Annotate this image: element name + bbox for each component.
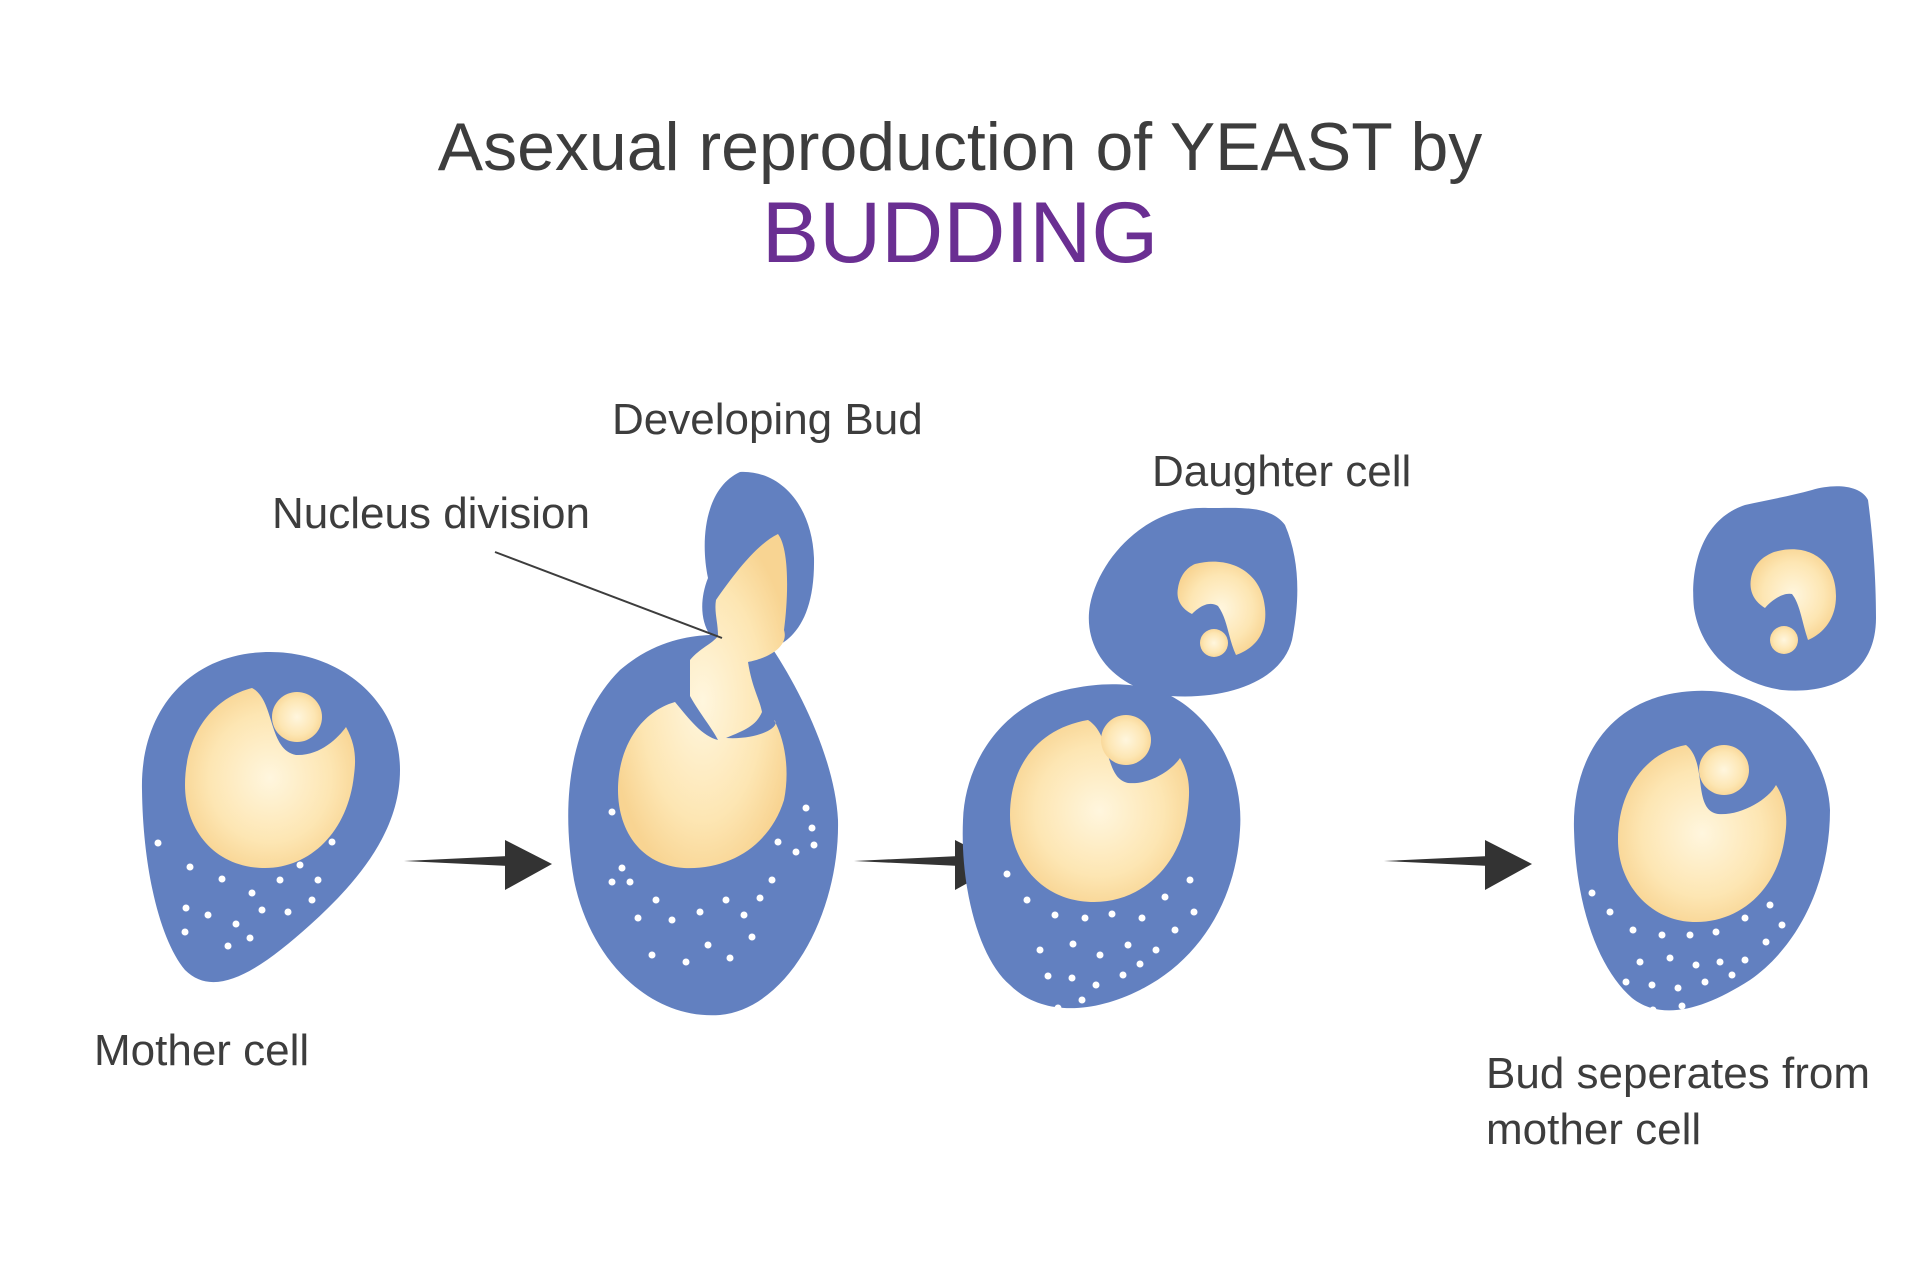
- nucleus-division-pointer: [494, 551, 723, 639]
- label-bud-separates-line1: Bud seperates from: [1486, 1049, 1870, 1098]
- arrow-1-head: [505, 840, 552, 890]
- developing-bud-vesicles: [608, 804, 818, 966]
- label-daughter-cell: Daughter cell: [1152, 447, 1411, 496]
- stage-4-mother-nucleolus: [1699, 745, 1749, 795]
- label-nucleus-division: Nucleus division: [272, 489, 590, 538]
- stage-4-bud-separates: [1573, 486, 1876, 1014]
- stage-3-daughter-nucleus: [1177, 561, 1266, 655]
- stage-4-mother-nucleus: [1618, 745, 1787, 922]
- arrow-1: [404, 840, 552, 890]
- arrow-3-shaft: [1384, 856, 1490, 866]
- title-line2: BUDDING: [762, 185, 1159, 281]
- mother-cell-nucleolus: [272, 692, 322, 742]
- label-bud-separates-line2: mother cell: [1486, 1105, 1701, 1154]
- stage-4-mother-vesicles: [1588, 889, 1786, 1014]
- stage-4-daughter-nucleolus: [1770, 626, 1798, 654]
- label-mother-cell: Mother cell: [94, 1026, 309, 1075]
- mother-cell-nucleus: [185, 688, 356, 868]
- arrow-1-shaft: [404, 856, 510, 866]
- arrow-2-shaft: [854, 856, 960, 866]
- stage-2-developing-bud: [568, 471, 839, 1016]
- stage-3-mother-nucleolus: [1101, 715, 1151, 765]
- stage-3-daughter-cell: [962, 507, 1298, 1012]
- stage-4-daughter-nucleus: [1750, 549, 1836, 640]
- arrow-3: [1384, 840, 1532, 890]
- arrow-3-head: [1485, 840, 1532, 890]
- stage-3-mother-nucleus: [1010, 720, 1190, 902]
- stage-3-mother-vesicles: [1003, 870, 1198, 1012]
- stage-1-mother-cell: [141, 652, 401, 983]
- mother-cell-vesicles: [154, 838, 336, 950]
- stage-3-daughter-nucleolus: [1200, 629, 1228, 657]
- developing-bud-nucleus: [618, 534, 788, 869]
- label-developing-bud: Developing Bud: [612, 395, 923, 444]
- title-line1: Asexual reproduction of YEAST by: [438, 109, 1483, 185]
